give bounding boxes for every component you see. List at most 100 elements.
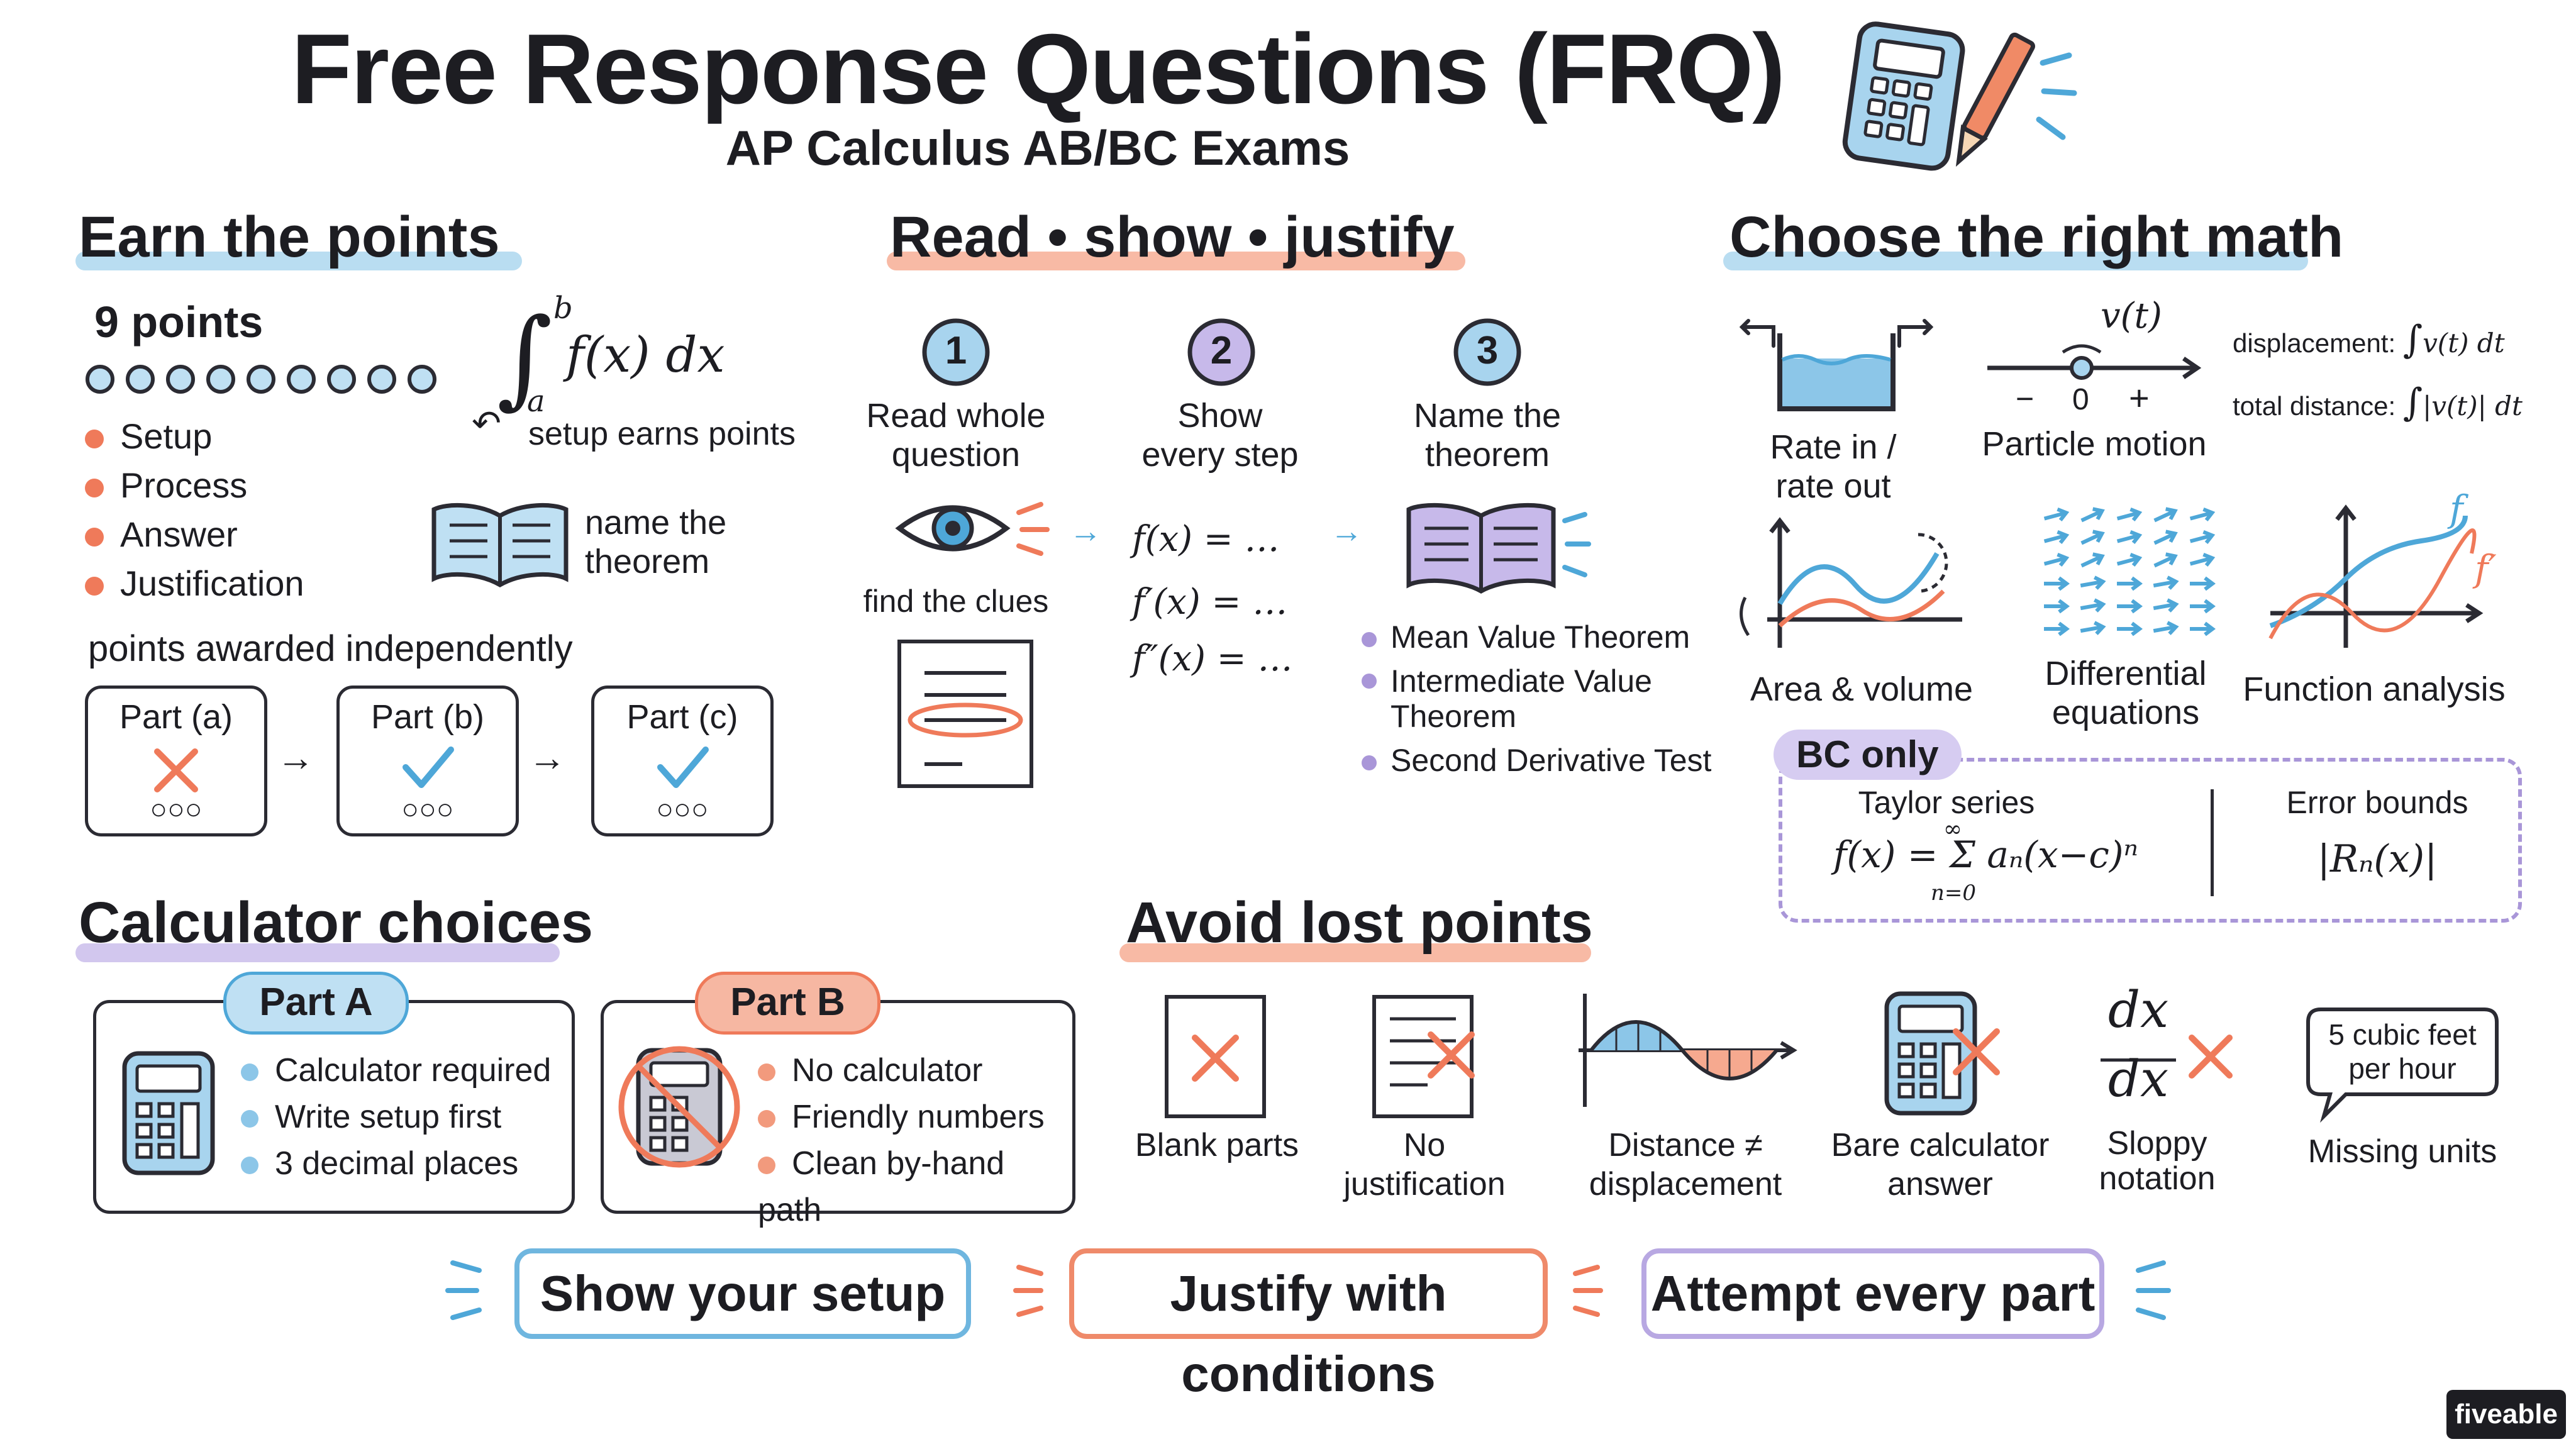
part-b-item: No calculator	[758, 1047, 1072, 1094]
part-b-item: Clean by-hand path	[758, 1145, 1005, 1228]
bullet-dot	[241, 1157, 258, 1175]
particle-label: Particle motion	[1982, 425, 2207, 463]
point-dot	[126, 365, 155, 394]
part-label: Part (b)	[370, 698, 485, 736]
slope-arrow	[2080, 507, 2105, 523]
bc-only-tag: BC only	[1774, 730, 1962, 780]
avoid-heading: Avoid lost points	[1126, 891, 1593, 955]
slope-arrow	[2153, 621, 2179, 635]
dx-bottom: dx	[2107, 1050, 2169, 1108]
slope-arrow	[2153, 552, 2178, 568]
area-label: Area & volume	[1750, 670, 1974, 708]
page-title: Free Response Questions (FRQ)	[291, 14, 1785, 125]
part-a-panel: Calculator required Write setup first 3 …	[93, 1000, 575, 1214]
arrow-icon: →	[528, 736, 566, 779]
rate-label: Rate in /rate out	[1770, 428, 1897, 505]
theorem-item: Second Derivative Test	[1362, 743, 1711, 778]
dx-top: dx	[2107, 980, 2169, 1039]
calc-highlight	[75, 943, 560, 962]
bullet-dot	[1362, 674, 1377, 689]
part-b-panel: No calculator Friendly numbers Clean by-…	[601, 1000, 1075, 1228]
point-dot	[206, 365, 235, 394]
slope-arrow	[2190, 621, 2216, 636]
cross-icon	[2189, 1035, 2233, 1079]
avoid-item-distance: Distance ≠displacement	[1589, 1127, 1782, 1202]
fraction-bar	[2101, 1058, 2176, 1062]
point-dot	[247, 365, 275, 394]
calculator-pencil-icon	[1842, 21, 2077, 171]
part-dots: ○○○	[401, 792, 454, 825]
slope-arrow	[2117, 576, 2143, 591]
bullet-dot	[85, 528, 104, 547]
slope-arrow	[2043, 530, 2070, 544]
point-dot	[367, 365, 396, 394]
page-subtitle: AP Calculus AB/BC Exams	[725, 120, 1350, 175]
avoid-highlight	[1119, 943, 1591, 962]
slope-field-icon	[2043, 507, 2216, 636]
slope-arrow	[2117, 621, 2143, 636]
part-a-item: Write setup first	[241, 1094, 551, 1140]
particle-zero: 0	[2072, 383, 2089, 416]
point-dot	[408, 365, 436, 394]
bullet-dot	[1362, 631, 1377, 647]
function-analysis-graph	[2268, 504, 2484, 648]
speech-bubble-icon	[2306, 1008, 2499, 1123]
part-b-box: Part (b) ○○○	[336, 686, 519, 836]
document-icon	[897, 640, 1033, 788]
math-heading: Choose the right math	[1729, 205, 2344, 269]
step-number-1: 1	[945, 329, 967, 372]
number-line-icon	[1987, 344, 2202, 380]
slope-arrow	[2153, 575, 2179, 590]
taylor-sub: n=0	[1931, 880, 1977, 906]
particle-v: v(t)	[2101, 296, 2162, 336]
particle-plus: +	[2129, 378, 2150, 418]
bullet-dot	[1362, 755, 1377, 770]
slope-arrow	[2190, 599, 2216, 614]
slope-arrow	[2080, 530, 2105, 545]
bullet-dot	[241, 1063, 258, 1082]
deriv-fdoubleprime: f″(x) = …	[1132, 638, 1293, 679]
open-book-icon	[431, 503, 569, 588]
part-b-items: No calculator Friendly numbers Clean by-…	[758, 1047, 1072, 1233]
area-volume-graph	[1740, 517, 1962, 648]
slope-arrow	[2044, 599, 2070, 614]
part-label: Part (c)	[626, 698, 738, 736]
brand-logo: fiveable	[2446, 1390, 2566, 1439]
bullet-dot	[85, 479, 104, 498]
theorem-item: Intermediate Value Theorem	[1362, 663, 1711, 734]
taylor-sup: ∞	[1943, 816, 1962, 842]
part-c-box: Part (c) ○○○	[591, 686, 774, 836]
no-calculator-icon	[618, 1046, 740, 1168]
lined-page-icon	[1372, 995, 1475, 1118]
part-a-item: 3 decimal places	[241, 1140, 551, 1187]
integral-sign: ∫	[497, 296, 553, 420]
slope-arrow	[2153, 598, 2179, 613]
displacement-label: displacement: ∫v(t) dt	[2233, 318, 2505, 362]
curved-arrow-icon: ↶	[472, 403, 501, 443]
points-dots	[86, 365, 436, 394]
part-dots: ○○○	[150, 792, 203, 825]
slope-arrow	[2116, 507, 2143, 521]
bc-divider	[2211, 789, 2214, 896]
check-icon	[402, 747, 454, 788]
error-label: Error bounds	[2286, 785, 2468, 820]
points-label: 9 points	[94, 297, 264, 347]
category-justification: Justification	[85, 559, 304, 608]
slope-arrow	[2043, 507, 2070, 521]
category-setup: Setup	[85, 412, 304, 461]
read-heading: Read • show • justify	[890, 205, 1455, 269]
point-dot	[166, 365, 195, 394]
taylor-expr: f(x) = Σ aₙ(x−c)ⁿ	[1833, 833, 2138, 876]
slope-arrow	[2190, 576, 2216, 591]
bullet-dot	[85, 430, 104, 449]
bullet-dot	[85, 577, 104, 596]
bullet-dot	[758, 1063, 775, 1082]
cta-show-setup: Show your setup	[514, 1248, 971, 1339]
bullet-dot	[241, 1110, 258, 1128]
